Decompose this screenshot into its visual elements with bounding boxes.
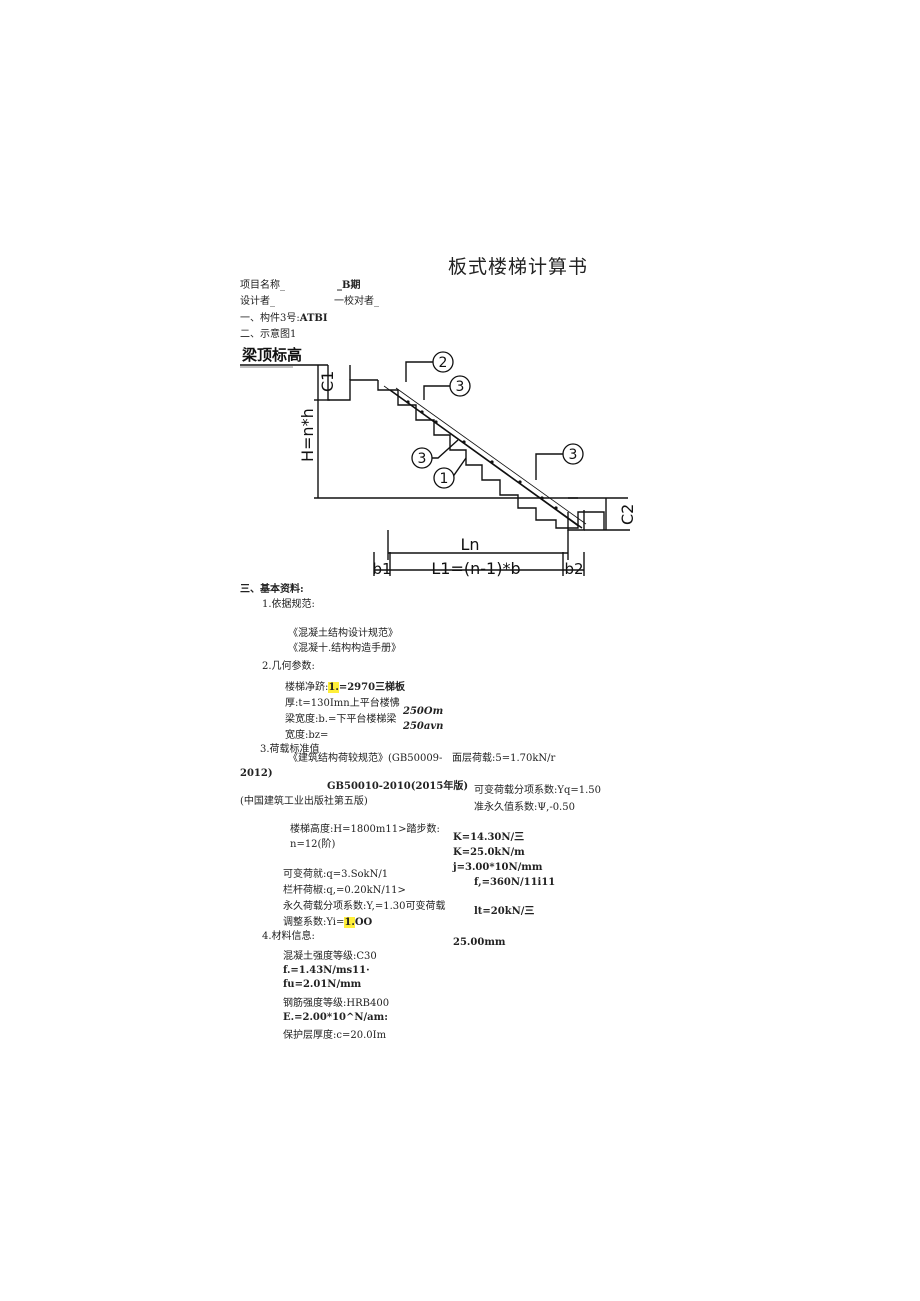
- cover-thickness: 保护层厚度:c=20.0Im: [283, 1030, 387, 1041]
- geometry-line-1: 楼梯净跻:1.=2970三梯板: [285, 682, 406, 693]
- callout-2: 2: [439, 355, 448, 371]
- variable-load: 可变荷就:q=3.SokN/1: [283, 869, 389, 880]
- stair-height: 楼梯高度:H=1800m11>踏步数:: [290, 824, 440, 835]
- h-label: H=n*h: [298, 408, 317, 462]
- geometry-label: 2.几何参数:: [262, 661, 315, 672]
- geometry-value-1: 250Om: [403, 706, 444, 717]
- b2-label: b2: [564, 560, 583, 578]
- section-basic-heading: 三、基本资料:: [240, 584, 304, 595]
- project-name-label: 项目名称_: [240, 280, 285, 291]
- adjust-factor: 调整系数:Yi=1.OO: [283, 917, 373, 928]
- geometry-line-2: 厚:t=130Imn上平台楼怫: [285, 698, 400, 709]
- ftk-value: fu=2.01N/mm: [283, 979, 362, 990]
- callout-1: 1: [440, 471, 449, 487]
- geometry-line-3: 梁宽度:b.=下平台楼梯梁: [285, 714, 397, 725]
- stair-diagram: 2 3 3 1 3 梁顶标高 C1 H=n*h C2 Ln b1 L1=(n-1…: [240, 346, 637, 578]
- railing-load: 栏杆荷椒:q,=0.20kN/11>: [283, 885, 406, 896]
- project-name-value: _B期: [337, 280, 361, 291]
- callout-3a: 3: [456, 379, 465, 395]
- checker-label: 一校对者_: [334, 296, 379, 307]
- callout-3b: 3: [418, 451, 427, 467]
- fc-value: K=14.30N/三: [453, 832, 525, 843]
- fy-value: f,=360N/11i11: [474, 877, 556, 888]
- l1-label: L1=(n-1)*b: [431, 559, 520, 578]
- variable-load-factor: 可变荷载分项系数:Yq=1.50: [474, 785, 602, 796]
- ec-value: j=3.00*10N/mm: [453, 862, 543, 873]
- load-section-label-cut: 3.荷载标准值: [260, 744, 320, 755]
- code-concrete-manual: 《混凝十.结构构造手册》: [288, 643, 402, 654]
- es-value: E.=2.00*10^N/am:: [283, 1012, 388, 1023]
- publisher: (中国建筑工业出版社第五版): [240, 796, 368, 807]
- material-label: 4.材料信息:: [262, 931, 315, 942]
- designer-label: 设计者_: [240, 296, 275, 307]
- codes-label: 1.依据规范:: [262, 599, 315, 610]
- lt-value: lt=20kN/三: [474, 906, 535, 917]
- ln-label: Ln: [460, 535, 479, 554]
- ft-value: f.=1.43N/ms11·: [283, 965, 370, 976]
- diagram-label: 二、示意图1: [240, 329, 297, 340]
- permanent-load-factor: 永久荷载分项系数:Y,=1.30可变荷载: [283, 901, 446, 912]
- callout-3c: 3: [569, 447, 578, 463]
- face-load: 面层荷载:5=1.70kN/r: [452, 753, 556, 764]
- code-gb50010: GB50010-2010(2015年版): [327, 781, 469, 792]
- geometry-line-4: 宽度:bz=: [285, 730, 329, 741]
- load-code-year: 2012): [240, 768, 273, 779]
- c2-label: C2: [618, 504, 637, 525]
- beam-top-label: 梁顶标高: [241, 346, 302, 364]
- steel-grade: 钢筋强度等级:HRB400: [283, 998, 390, 1009]
- concrete-grade: 混凝土强度等级:C30: [283, 951, 377, 962]
- quasi-permanent-factor: 准永久值系数:Ψ,-0.50: [474, 802, 575, 813]
- k-value: K=25.0kN/m: [453, 847, 525, 858]
- c1-label: C1: [318, 371, 337, 392]
- component-number: 一、构件3号:ATBI: [240, 313, 328, 324]
- b1-label: b1: [372, 560, 391, 578]
- page-title: 板式楼梯计算书: [448, 256, 589, 278]
- load-code: 《建筑结构荷较规范》(GB50009-: [288, 753, 443, 764]
- geometry-value-2: 250avn: [403, 721, 444, 732]
- code-concrete-design: 《混凝土结构设计规范》: [288, 628, 398, 639]
- cover-mm: 25.00mm: [453, 937, 506, 948]
- step-count: n=12(阶): [290, 839, 336, 850]
